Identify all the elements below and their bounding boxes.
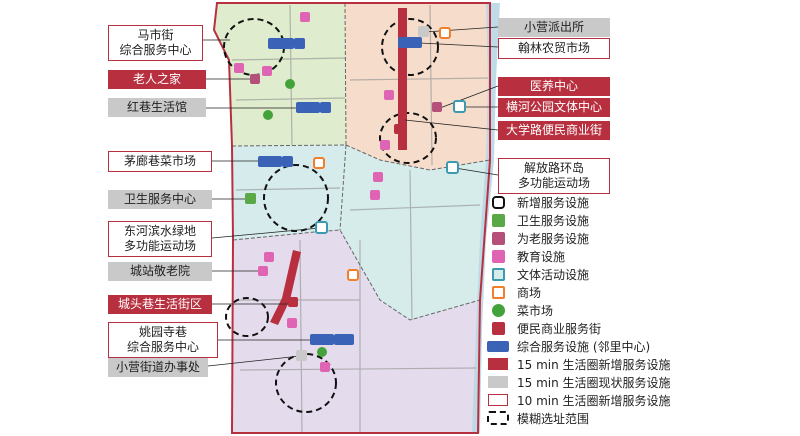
legend-label: 为老服务设施 — [517, 231, 590, 246]
district-boundary — [212, 2, 491, 434]
label-henghe: 横河公园文体中心 — [498, 98, 610, 117]
zone-northwest — [214, 3, 346, 146]
elderly-icon — [250, 74, 260, 84]
label-mashijie: 马市街 综合服务中心 — [108, 25, 203, 61]
leader-lines — [203, 26, 499, 367]
existing-facility-icon — [418, 26, 429, 37]
health-icon — [245, 193, 256, 204]
education-icon — [487, 248, 509, 264]
existing-facility-icon — [296, 350, 307, 361]
new-10min-swatch — [487, 392, 509, 408]
legend-new-facility: 新增服务设施 — [487, 193, 589, 211]
shopping-icon — [313, 157, 325, 169]
shopping-icon — [347, 269, 359, 281]
legend-existing-15min: 15 min 生活圈现状服务设施 — [487, 373, 671, 391]
legend-label: 商场 — [517, 285, 542, 300]
legend-fuzzy-range: 模糊选址范围 — [487, 409, 589, 427]
commercial-street-icon — [394, 124, 404, 134]
shopping-icon — [439, 27, 451, 39]
label-weisheng: 卫生服务中心 — [108, 190, 212, 209]
legend-label: 文体活动设施 — [517, 267, 590, 282]
legend-label: 综合服务设施 (邻里中心) — [517, 339, 651, 354]
existing-15min-swatch — [487, 374, 509, 390]
fuzzy-range-swatch — [487, 410, 509, 426]
label-jiefang: 解放路环岛 多功能运动场 — [498, 158, 610, 194]
integrated-service-icon-mashijie — [268, 38, 305, 49]
legend-label: 15 min 生活圈新增服务设施 — [517, 357, 671, 372]
legend-shopping: 商场 — [487, 283, 541, 301]
legend-label: 15 min 生活圈现状服务设施 — [517, 375, 671, 390]
education-icon — [287, 318, 297, 328]
commercial-street-daxuelu — [398, 8, 407, 150]
label-laoren: 老人之家 — [108, 70, 206, 89]
label-daxuelu: 大学路便民商业街 — [498, 121, 610, 140]
education-icon — [384, 90, 394, 100]
integrated-service-icon-maolian — [258, 156, 293, 167]
integrated-service-icon — [487, 338, 509, 354]
vegetable-market-icon — [317, 347, 327, 357]
commercial-street-icon — [487, 320, 509, 336]
label-maolian: 茅廊巷菜市场 — [108, 151, 212, 172]
legend-label: 10 min 生活圈新增服务设施 — [517, 393, 671, 408]
label-donghe: 东河滨水绿地 多功能运动场 — [108, 221, 212, 257]
label-chengzhan: 城站敬老院 — [108, 262, 212, 281]
education-icon — [264, 252, 274, 262]
legend-commercial-street: 便民商业服务街 — [487, 319, 601, 337]
elderly-icon — [432, 102, 442, 112]
education-icon — [262, 66, 272, 76]
legend-culture-sports: 文体活动设施 — [487, 265, 589, 283]
vegetable-market-icon — [263, 110, 273, 120]
education-icon — [380, 140, 390, 150]
legend-health: 卫生服务设施 — [487, 211, 589, 229]
label-hanlin: 翰林农贸市场 — [498, 38, 610, 59]
culture-sports-icon — [453, 100, 466, 113]
education-icon — [320, 362, 330, 372]
legend-elderly: 为老服务设施 — [487, 229, 589, 247]
zone-northeast — [345, 3, 490, 170]
culture-sports-icon — [446, 161, 459, 174]
culture-sports-icon — [487, 266, 509, 282]
legend-integrated: 综合服务设施 (邻里中心) — [487, 337, 650, 355]
legend-vegetable-market: 菜市场 — [487, 301, 553, 319]
shopping-icon — [487, 284, 509, 300]
legend-label: 教育设施 — [517, 249, 566, 264]
education-icon — [370, 190, 380, 200]
label-xiaoying-office: 小营街道办事处 — [108, 358, 208, 377]
legend-label: 新增服务设施 — [517, 195, 590, 210]
label-yaoyuan: 姚园寺巷 综合服务中心 — [108, 322, 218, 358]
vegetable-market-icon — [487, 302, 509, 318]
legend-label: 模糊选址范围 — [517, 411, 590, 426]
commercial-street-chengtou — [270, 250, 301, 325]
integrated-service-icon-hongxiang — [296, 102, 331, 113]
education-icon — [373, 172, 383, 182]
education-icon — [300, 12, 310, 22]
legend-new-15min: 15 min 生活圈新增服务设施 — [487, 355, 671, 373]
label-yiyang: 医养中心 — [498, 77, 610, 96]
vegetable-market-icon — [285, 79, 295, 89]
legend-label: 卫生服务设施 — [517, 213, 590, 228]
new-facility-icon — [487, 194, 509, 210]
education-icon — [234, 63, 244, 73]
label-chengtou: 城头巷生活街区 — [108, 295, 212, 314]
zone-central-east — [340, 145, 490, 320]
integrated-service-icon-yaoyuan — [310, 334, 354, 345]
legend-new-10min: 10 min 生活圈新增服务设施 — [487, 391, 671, 409]
legend-label: 菜市场 — [517, 303, 554, 318]
culture-sports-icon — [315, 221, 328, 234]
label-hongxiang: 红巷生活馆 — [108, 98, 206, 117]
integrated-service-icon-hanlin — [398, 37, 422, 48]
new-15min-swatch — [487, 356, 509, 372]
elderly-icon — [487, 230, 509, 246]
commercial-street-icon — [288, 297, 298, 307]
label-paichusuo: 小营派出所 — [498, 18, 610, 37]
legend-label: 便民商业服务街 — [517, 321, 602, 336]
health-icon — [487, 212, 509, 228]
legend-education: 教育设施 — [487, 247, 565, 265]
elderly-icon — [258, 266, 268, 276]
